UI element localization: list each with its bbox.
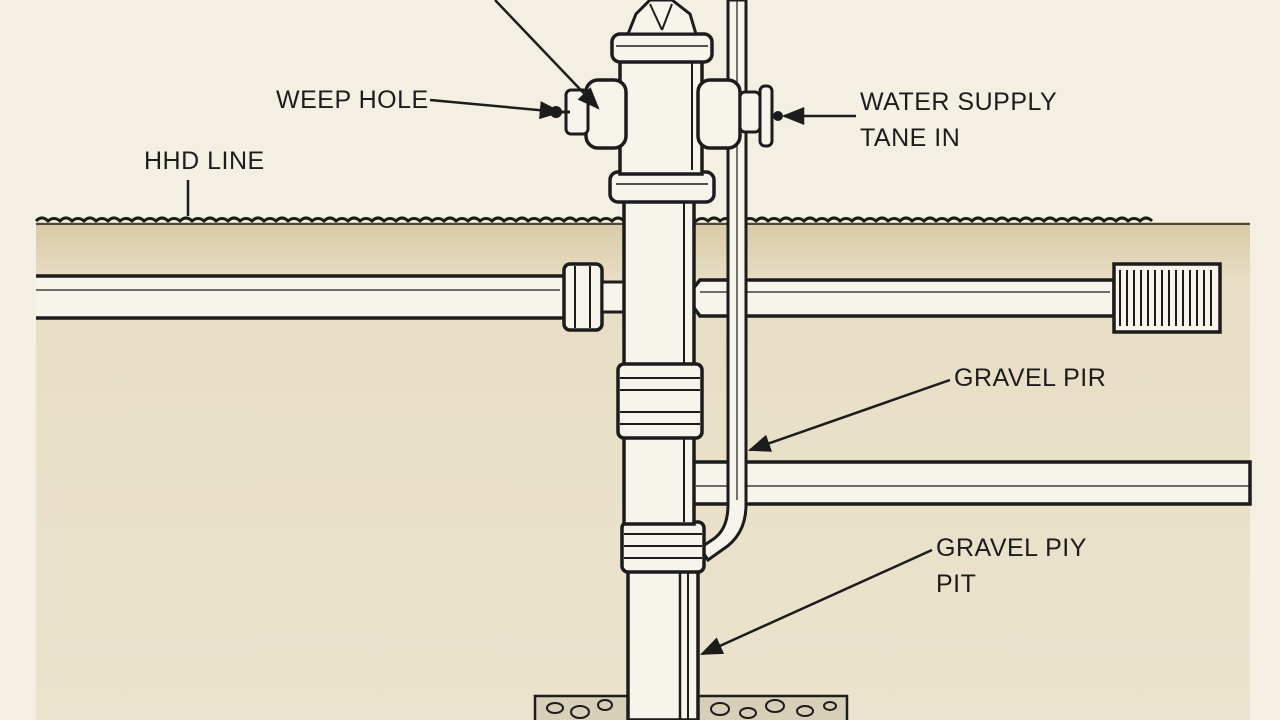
gravel-pir-leader	[747, 378, 951, 452]
hhd-line-label: HHD LINE	[144, 147, 265, 175]
gravel-piy-label-line1: GRAVEL PIY	[936, 534, 1087, 562]
ground-line	[34, 216, 1154, 224]
right-nozzle	[696, 78, 783, 150]
right-horizontal-pipe-upper	[683, 262, 1222, 334]
gravel-piy-leader	[699, 548, 933, 656]
right-horizontal-pipe-lower	[679, 460, 1252, 506]
water-supply-label-line1: WATER SUPPLY	[860, 88, 1057, 116]
hydrant-column	[608, 0, 716, 720]
top-leader	[494, 0, 600, 110]
weep-hole-leader	[429, 98, 563, 120]
left-nozzle	[550, 78, 628, 150]
weep-hole-label: WEEP HOLE	[276, 86, 429, 114]
gravel-pir-label: GRAVEL PIR	[954, 364, 1106, 392]
water-supply-label-line2: TANE IN	[860, 124, 960, 152]
gravel-piy-label-line2: PIT	[936, 570, 976, 598]
